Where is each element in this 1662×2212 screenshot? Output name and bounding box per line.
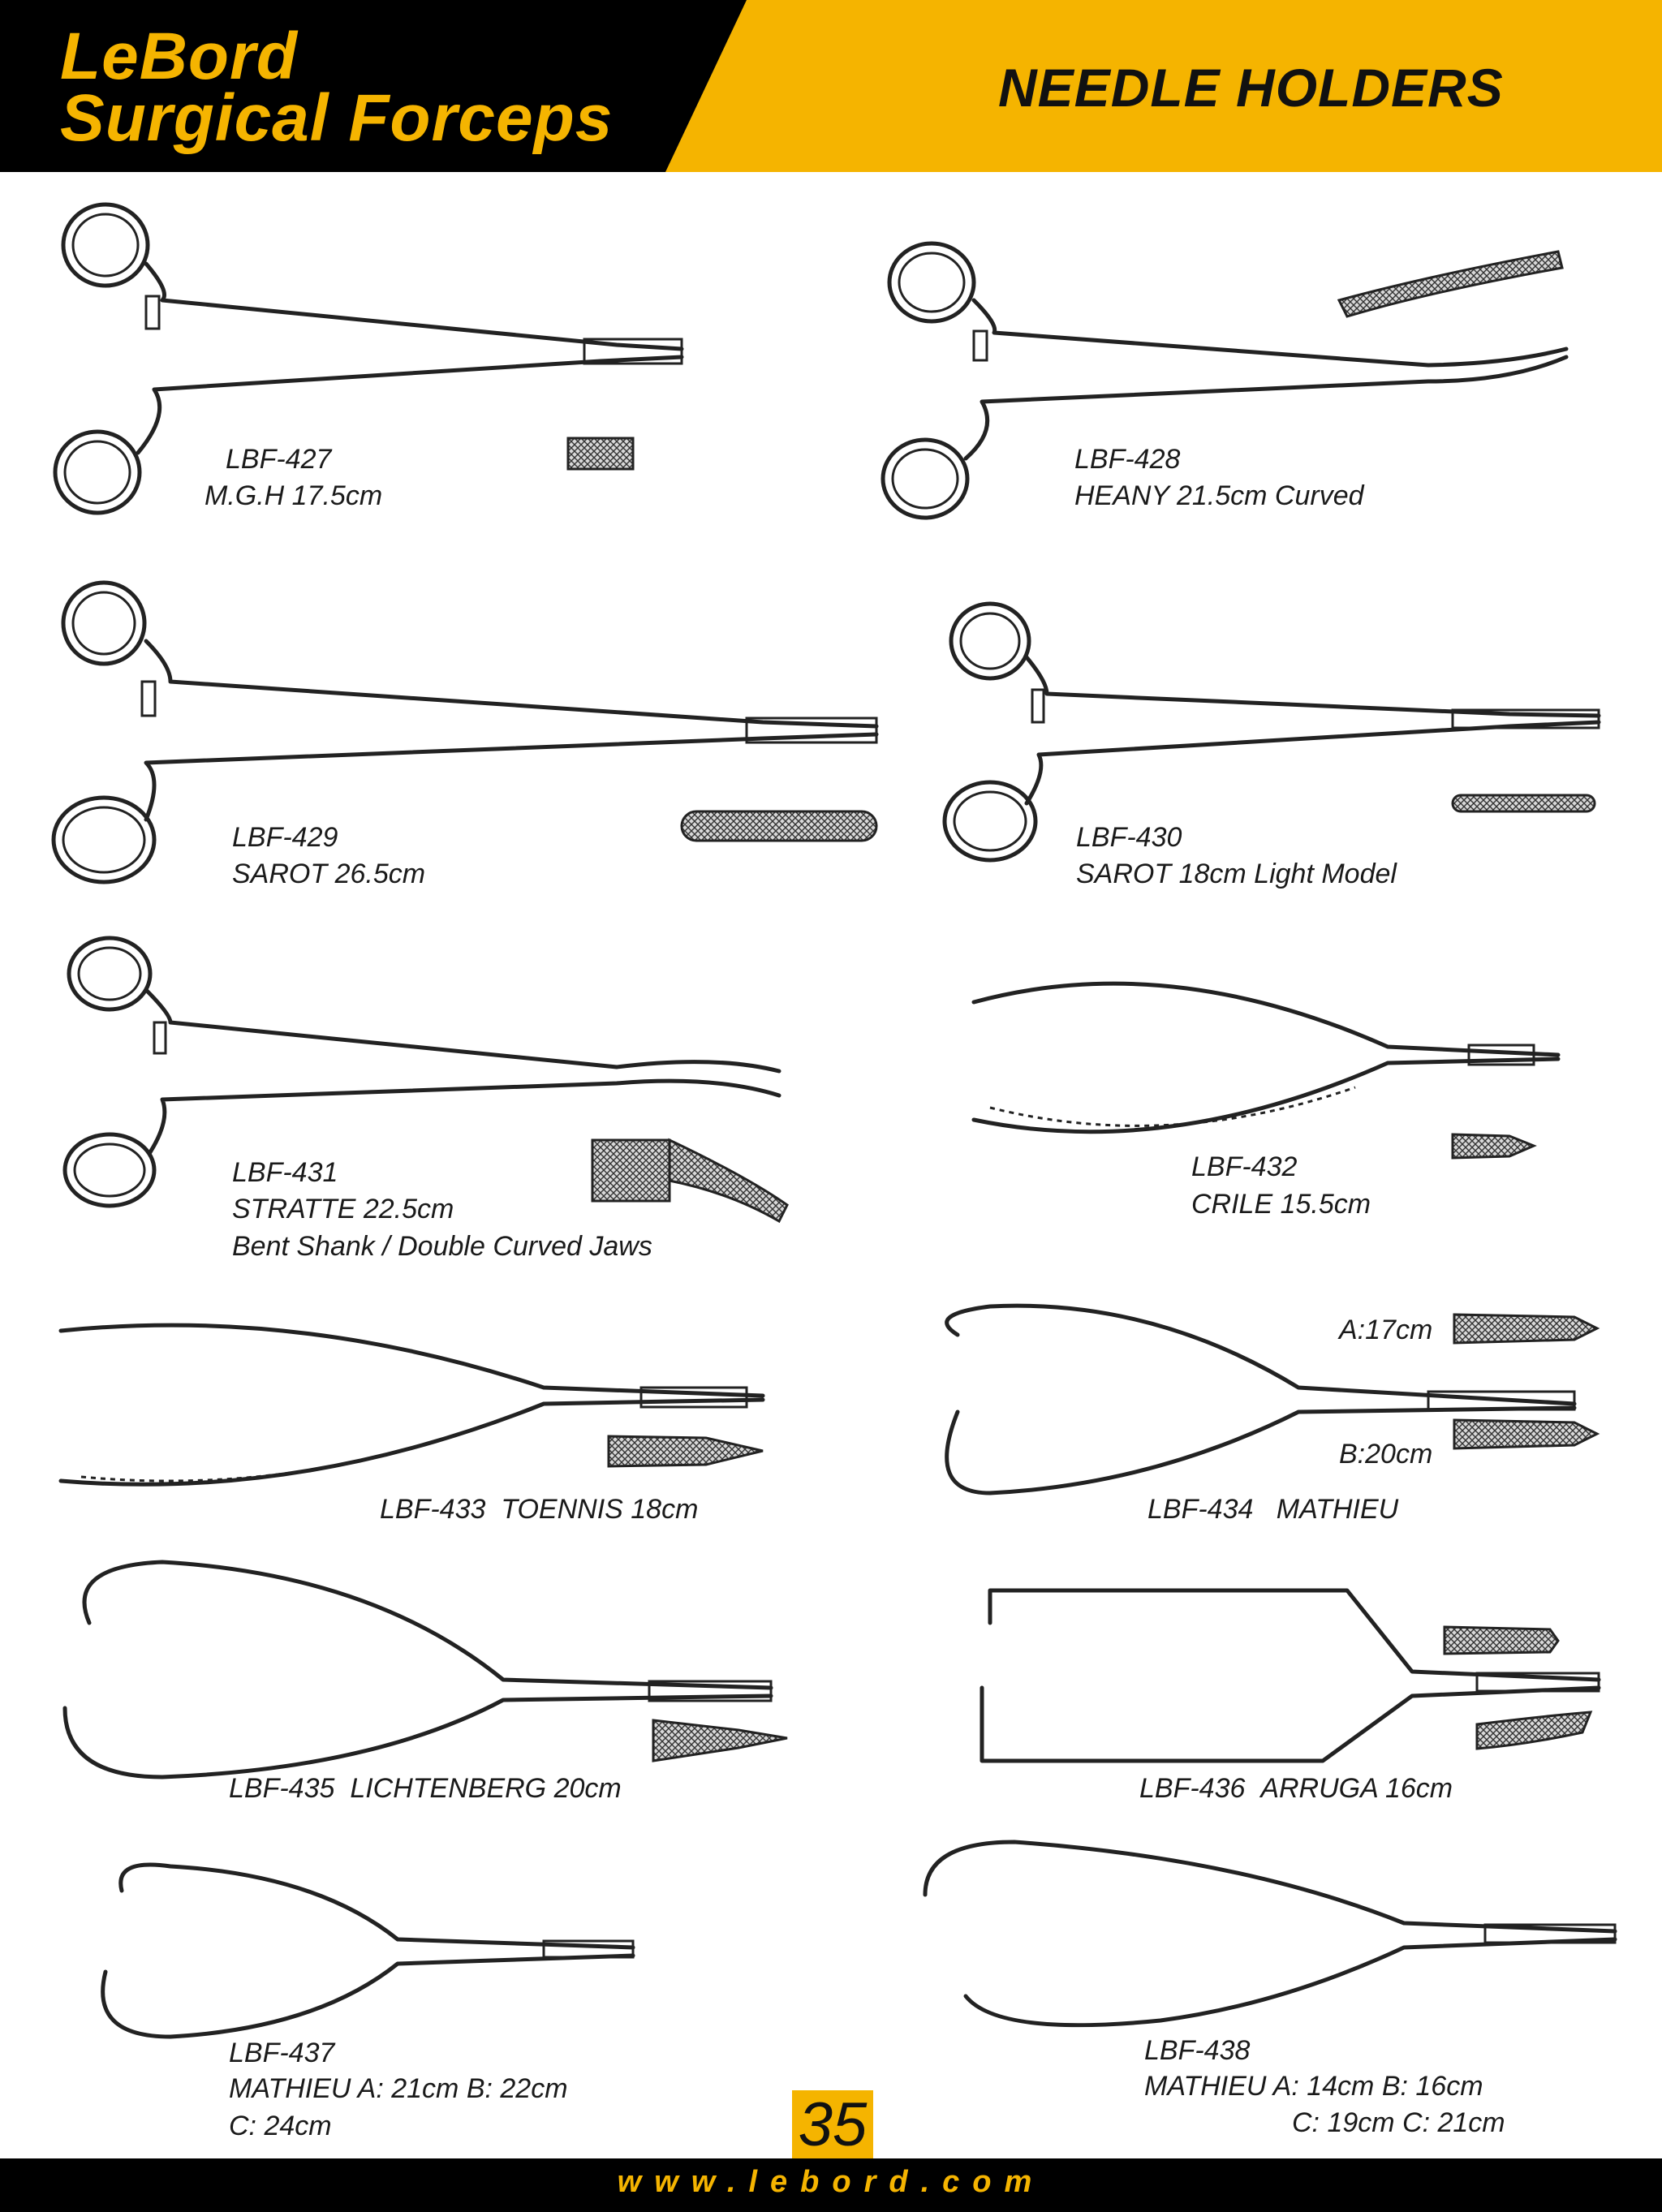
product-note-lbf-431: Bent Shank / Double Curved Jaws bbox=[232, 1231, 652, 1262]
brand-line-2: Surgical Forceps bbox=[60, 81, 614, 155]
product-code-lbf-433: LBF-433 bbox=[380, 1494, 486, 1525]
product-code-lbf-432: LBF-432 bbox=[1191, 1151, 1298, 1182]
product-code-lbf-428: LBF-428 bbox=[1074, 444, 1181, 475]
instrument-lbf-429-image bbox=[51, 580, 879, 884]
product-size-c-lbf-438: C: 19cm C: 21cm bbox=[1292, 2107, 1505, 2138]
product-desc-lbf-429: SAROT 26.5cm bbox=[232, 859, 426, 889]
product-code-lbf-438: LBF-438 bbox=[1144, 2035, 1251, 2066]
header-yellow-band bbox=[665, 0, 1662, 172]
product-desc-lbf-434: MATHIEU bbox=[1276, 1494, 1399, 1525]
product-code-lbf-430: LBF-430 bbox=[1076, 822, 1182, 853]
product-desc-lbf-430: SAROT 18cm Light Model bbox=[1076, 859, 1397, 889]
product-code-lbf-429: LBF-429 bbox=[232, 822, 338, 853]
footer-url-link[interactable]: www.lebord.com bbox=[617, 2165, 1045, 2199]
brand-line-1: LeBord bbox=[60, 19, 298, 93]
product-code-lbf-434: LBF-434 bbox=[1147, 1494, 1254, 1525]
instrument-lbf-431-image bbox=[62, 936, 789, 1224]
instrument-lbf-427-image bbox=[53, 202, 684, 515]
product-desc-lbf-432: CRILE 15.5cm bbox=[1191, 1189, 1371, 1220]
instrument-lbf-436-image bbox=[980, 1588, 1601, 1763]
product-code-lbf-427: LBF-427 bbox=[226, 444, 332, 475]
instrument-lbf-430-image bbox=[942, 601, 1601, 863]
product-desc-lbf-436: ARRUGA 16cm bbox=[1260, 1773, 1453, 1804]
size-a-lbf-434: A:17cm bbox=[1339, 1315, 1433, 1345]
product-label-lbf-434: LBF-434 MATHIEU bbox=[1147, 1491, 1398, 1527]
instrument-lbf-434-image bbox=[945, 1303, 1577, 1495]
product-label-lbf-436: LBF-436 ARRUGA 16cm bbox=[1139, 1771, 1453, 1806]
product-desc-lbf-427: M.G.H 17.5cm bbox=[205, 480, 383, 511]
footer-bar bbox=[0, 2158, 1662, 2212]
page-number: 35 bbox=[792, 2090, 873, 2160]
product-label-lbf-435: LBF-435 LICHTENBERG 20cm bbox=[229, 1771, 622, 1806]
product-desc-lbf-428: HEANY 21.5cm Curved bbox=[1074, 480, 1364, 511]
instrument-lbf-437-image bbox=[101, 1862, 635, 2039]
instrument-lbf-438-image bbox=[923, 1840, 1617, 2028]
product-code-lbf-436: LBF-436 bbox=[1139, 1773, 1246, 1804]
instrument-lbf-433-image bbox=[58, 1323, 765, 1487]
product-code-lbf-437: LBF-437 bbox=[229, 2038, 335, 2068]
section-title: NEEDLE HOLDERS bbox=[998, 58, 1504, 118]
instrument-lbf-435-image bbox=[62, 1560, 788, 1779]
instrument-lbf-432-image bbox=[971, 981, 1561, 1160]
size-b-lbf-434: B:20cm bbox=[1339, 1439, 1433, 1470]
product-code-lbf-431: LBF-431 bbox=[232, 1157, 338, 1188]
instrument-lbf-428-image bbox=[881, 241, 1569, 520]
jaw-tips-lbf-434 bbox=[1453, 1313, 1600, 1450]
product-desc-lbf-435: LICHTENBERG 20cm bbox=[350, 1773, 622, 1804]
product-desc-lbf-437: MATHIEU A: 21cm B: 22cm bbox=[229, 2073, 568, 2104]
product-desc-lbf-431: STRATTE 22.5cm bbox=[232, 1194, 454, 1224]
product-desc-lbf-433: TOENNIS 18cm bbox=[501, 1494, 699, 1525]
product-desc-lbf-438: MATHIEU A: 14cm B: 16cm bbox=[1144, 2071, 1483, 2102]
product-size-c-lbf-437: C: 24cm bbox=[229, 2111, 332, 2141]
product-label-lbf-433: LBF-433 TOENNIS 18cm bbox=[380, 1491, 698, 1527]
product-code-lbf-435: LBF-435 bbox=[229, 1773, 335, 1804]
